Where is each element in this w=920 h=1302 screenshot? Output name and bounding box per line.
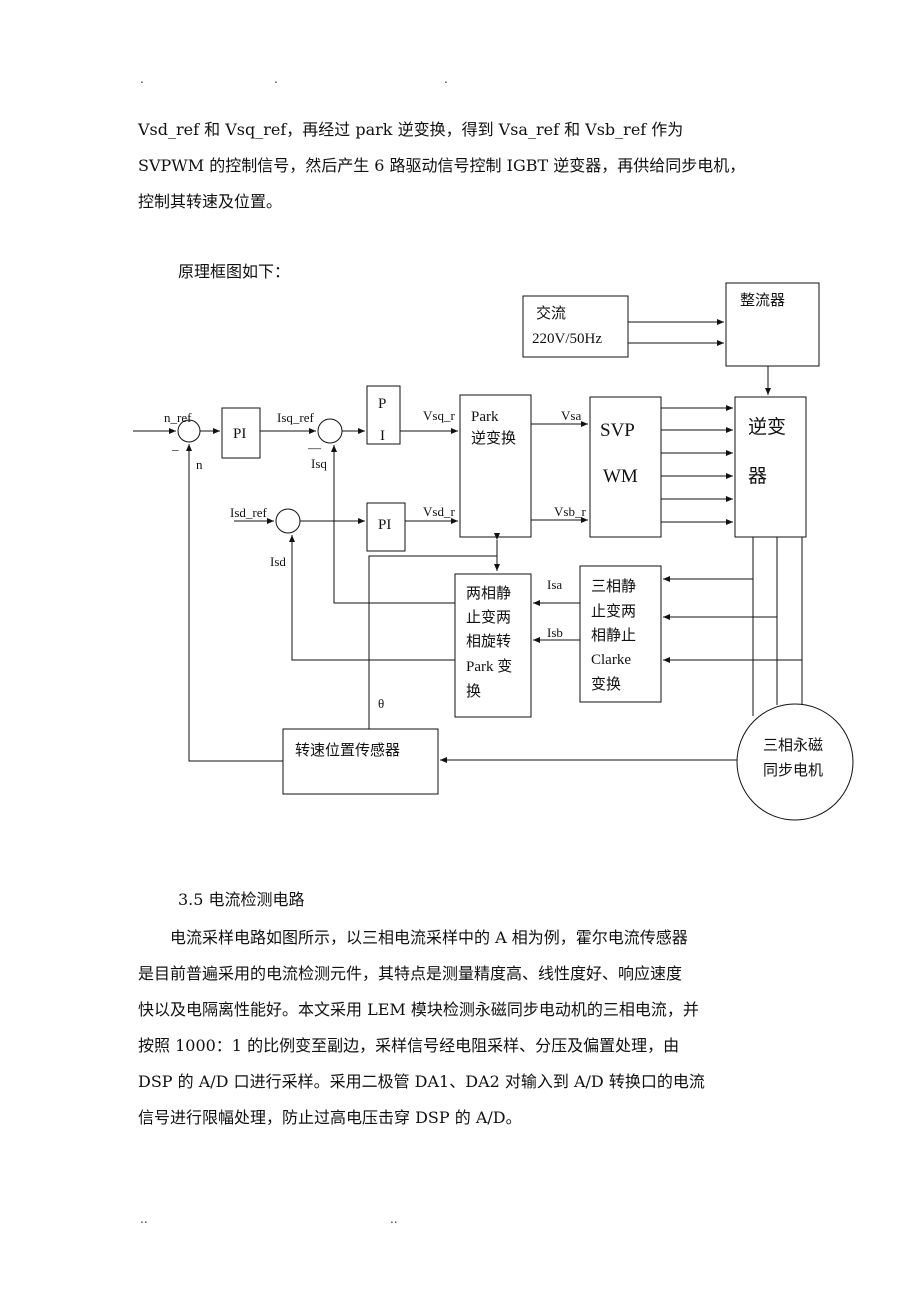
- sensor-box: [282, 728, 439, 795]
- body-paragraph: 电流采样电路如图所示，以三相电流采样中的 A 相为例，霍尔电流传感器 是目前普遍…: [138, 920, 788, 1136]
- sum-q: [317, 418, 343, 444]
- sum-d: [275, 508, 301, 534]
- footer-dot: ..: [390, 1212, 398, 1226]
- footer-dot: ..: [140, 1212, 148, 1226]
- clarke-label-1: 三相静: [591, 578, 636, 595]
- intro-paragraph: Vsd_ref 和 Vsq_ref，再经过 park 逆变换，得到 Vsa_re…: [138, 112, 788, 220]
- text-line: 控制其转速及位置。: [138, 192, 283, 211]
- text-line: SVPWM 的控制信号，然后产生 6 路驱动信号控制 IGBT 逆变器，再供给同…: [138, 156, 746, 175]
- header-dot: .: [444, 72, 448, 86]
- text-line: 信号进行限幅处理，防止过高电压击穿 DSP 的 A/D。: [138, 1108, 522, 1127]
- park-label-2: 止变两: [466, 609, 511, 626]
- text-line: 电流采样电路如图所示，以三相电流采样中的 A 相为例，霍尔电流传感器: [170, 928, 688, 947]
- inverter-box: [734, 396, 807, 538]
- ac-source-label: 交流: [536, 304, 566, 322]
- park-label-3: 相旋转: [466, 633, 511, 650]
- park-inverse-label-1: Park: [471, 409, 499, 425]
- pi-d-label: PI: [378, 517, 391, 533]
- clarke-label-2: 止变两: [591, 603, 636, 620]
- text-line: 按照 1000：1 的比例变至副边，采样信号经电阻采样、分压及偏置处理，由: [138, 1036, 680, 1055]
- label-isq: Isq: [311, 456, 327, 471]
- clarke-label-4: Clarke: [591, 652, 631, 668]
- motor-circle: [736, 703, 854, 821]
- rectifier-label: 整流器: [740, 292, 785, 309]
- label-minus-q: —: [307, 440, 322, 455]
- label-n: n: [196, 457, 203, 472]
- label-vsq: Vsq_r: [423, 408, 455, 423]
- pi-d-box: [366, 502, 406, 552]
- motor-label-2: 同步电机: [763, 762, 823, 779]
- pi-q-label-1: P: [378, 396, 386, 412]
- label-vsd: Vsd_r: [423, 504, 455, 519]
- label-isd-ref: Isd_ref: [230, 505, 267, 520]
- park-inverse-label-2: 逆变换: [471, 430, 516, 447]
- text-line: Vsd_ref 和 Vsq_ref，再经过 park 逆变换，得到 Vsa_re…: [138, 120, 684, 139]
- ac-source-box: [522, 295, 629, 358]
- text-line: 是目前普遍采用的电流检测元件，其特点是测量精度高、线性度好、响应速度: [138, 964, 683, 983]
- clarke-box: [579, 565, 662, 703]
- diagram-caption: 原理框图如下：: [178, 262, 291, 281]
- text-line: 快以及电隔离性能好。本文采用 LEM 模块检测永磁同步电动机的三相电流，并: [138, 1000, 699, 1019]
- text-line: DSP 的 A/D 口进行采样。采用二极管 DA1、DA2 对输入到 A/D 转…: [138, 1072, 705, 1091]
- pi-q-label-2: I: [380, 428, 385, 444]
- rectifier-box: [725, 282, 820, 367]
- pi-speed-box: [221, 407, 261, 459]
- svpwm-label-1: SVP: [600, 420, 635, 441]
- pi-q-box: [366, 385, 401, 445]
- label-isa: Isa: [547, 577, 562, 592]
- pi-speed-label: PI: [233, 426, 246, 442]
- clarke-label-5: 变换: [591, 676, 621, 693]
- label-isd: Isd: [270, 554, 286, 569]
- park-label-5: 换: [466, 683, 481, 700]
- inverter-label-1: 逆变: [748, 416, 786, 438]
- section-heading: 3.5 电流检测电路: [178, 890, 305, 909]
- label-vsb: Vsb_r: [554, 504, 586, 519]
- header-dot: .: [274, 72, 278, 86]
- sensor-label: 转速位置传感器: [295, 742, 400, 759]
- label-isq-ref: Isq_ref: [277, 410, 314, 425]
- inverter-label-2: 器: [748, 466, 767, 487]
- svpwm-box: [589, 396, 662, 538]
- label-minus-speed: _: [171, 437, 179, 452]
- ac-source-voltage: 220V/50Hz: [532, 331, 602, 347]
- label-isb: Isb: [547, 625, 563, 640]
- park-label-4: Park 变: [466, 658, 512, 675]
- label-n-ref: n_ref: [164, 410, 192, 425]
- header-dot: .: [140, 72, 144, 86]
- label-theta: θ: [378, 696, 384, 711]
- label-vsa: Vsa: [561, 408, 581, 423]
- park-box: [454, 573, 532, 718]
- svpwm-label-2: WM: [603, 466, 638, 487]
- motor-label-1: 三相永磁: [763, 737, 823, 754]
- clarke-label-3: 相静止: [591, 627, 636, 644]
- park-label-1: 两相静: [466, 585, 511, 602]
